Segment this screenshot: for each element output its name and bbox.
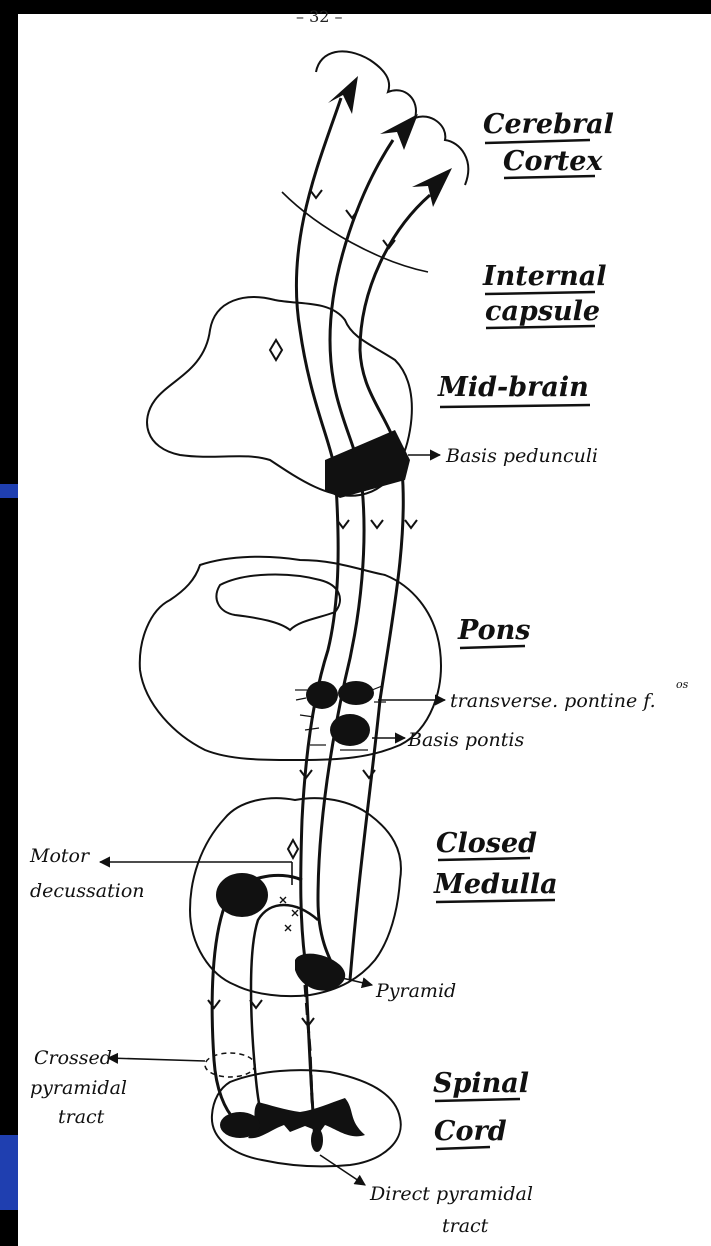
cortex-arrowhead-2 [380,114,418,150]
heading-mid-brain: Mid-brain [437,372,590,407]
lateral-corticospinal-blob [220,1112,260,1138]
svg-text:Internal: Internal [482,261,607,292]
label-transverse-pontine-superscript: os [676,678,689,691]
heading-internal-capsule: Internal capsule [482,261,607,328]
anterior-corticospinal-blob [311,1128,323,1152]
label-direct-tract: tract [442,1215,489,1237]
heading-spinal-cord: Spinal Cord [433,1068,529,1149]
pyramidal-fibre-2 [318,140,393,980]
label-pyramidal: pyramidal [30,1077,127,1099]
spinal-grey-matter [248,1098,365,1138]
cortex-arrowhead-3 [412,168,452,207]
medulla-diamond [288,840,298,858]
svg-text:Spinal: Spinal [433,1068,529,1099]
heading-closed-medulla: Closed Medulla [433,828,558,902]
svg-text:Cortex: Cortex [503,146,603,177]
svg-text:– 32 –: – 32 – [296,7,343,26]
svg-text:Pons: Pons [457,615,530,646]
label-basis-pedunculi: Basis pedunculi [445,445,598,467]
internal-capsule-arc [282,192,428,272]
label-pyramid: Pyramid [375,980,456,1002]
svg-text:Cord: Cord [434,1116,507,1147]
leader-arrows [100,455,445,1185]
heading-pons: Pons [457,615,530,648]
svg-text:Cerebral: Cerebral [483,109,614,140]
svg-text:Mid-brain: Mid-brain [437,372,589,403]
page-number: – 32 – [296,7,343,26]
label-decussation: decussation [30,880,145,902]
label-crossed: Crossed [34,1047,112,1069]
fourth-ventricle-outline [216,575,340,630]
label-transverse-pontine: transverse. pontine f. [450,690,656,712]
basis-pedunculi-band [325,430,410,498]
pontine-nucleus-left [306,681,338,709]
decussation-crosses [280,897,298,931]
midbrain-diamond [270,340,282,360]
label-direct-pyramidal: Direct pyramidal [369,1183,533,1205]
pontine-nucleus-lower [330,714,370,746]
cerebral-cortex-outline [316,51,468,185]
crossed-tract-blob-medulla [216,873,268,917]
svg-text:Closed: Closed [436,828,537,859]
label-basis-pontis: Basis pontis [407,729,524,751]
svg-text:Medulla: Medulla [433,869,558,900]
label-tract: tract [58,1106,105,1128]
heading-cerebral-cortex: Cerebral Cortex [483,109,614,178]
svg-text:capsule: capsule [485,296,600,327]
label-motor: Motor [29,845,91,867]
pontine-nucleus-right [338,681,374,705]
pyramid-blob [295,954,345,991]
cortex-arrowhead-1 [328,76,358,114]
